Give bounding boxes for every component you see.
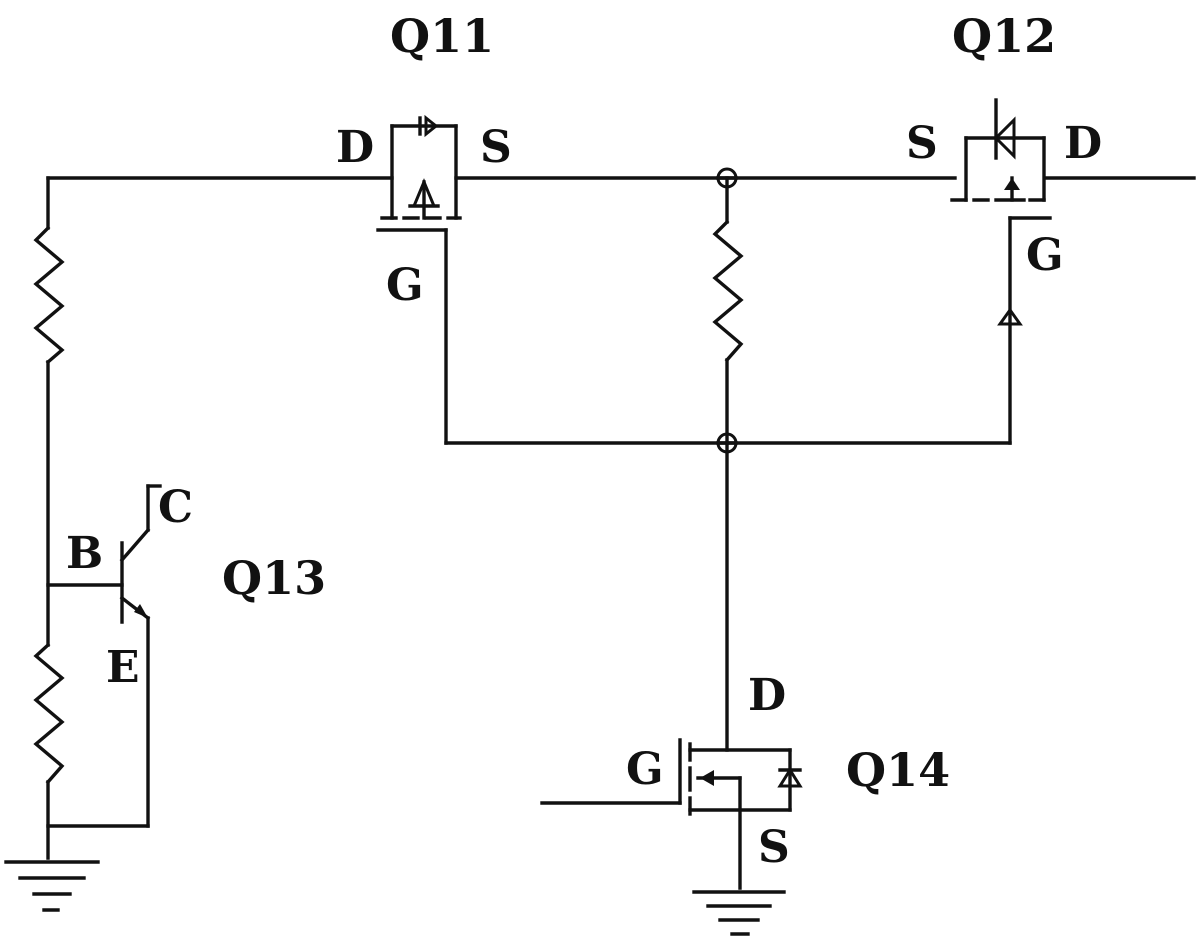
ground-symbol-bottom xyxy=(692,890,786,936)
q12-gate-label: G xyxy=(1026,230,1064,281)
junction-node-top xyxy=(716,167,738,189)
q11-label: Q11 xyxy=(390,9,494,63)
junction-node-middle xyxy=(716,432,738,454)
resistor-r-top-left xyxy=(33,225,65,365)
mosfet-q12-symbol xyxy=(950,98,1052,445)
q14-source-label: S xyxy=(758,822,790,873)
q12-label: Q12 xyxy=(952,9,1056,63)
q14-drain-label: D xyxy=(748,670,786,721)
transistor-q13-symbol xyxy=(119,484,162,828)
q11-drain-label: D xyxy=(336,122,374,173)
q13-label: Q13 xyxy=(222,551,326,605)
resistor-r-center xyxy=(712,219,744,363)
left-branch-wire xyxy=(46,176,150,860)
center-branch-wire xyxy=(444,176,1012,752)
q13-emitter-label: E xyxy=(106,642,140,693)
q13-collector-label: C xyxy=(158,482,193,533)
ground-symbol-left xyxy=(4,860,100,912)
q11-gate-label: G xyxy=(386,260,424,311)
q14-gate-label: G xyxy=(626,744,664,795)
mosfet-q14-symbol xyxy=(540,738,803,890)
q13-base-label: B xyxy=(66,528,103,579)
q14-label: Q14 xyxy=(846,743,950,797)
mosfet-q11-symbol xyxy=(376,114,462,445)
q12-drain-label: D xyxy=(1064,118,1102,169)
resistor-r-bottom-left xyxy=(33,642,65,785)
q12-source-label: S xyxy=(906,118,938,169)
q11-source-label: S xyxy=(480,122,512,173)
